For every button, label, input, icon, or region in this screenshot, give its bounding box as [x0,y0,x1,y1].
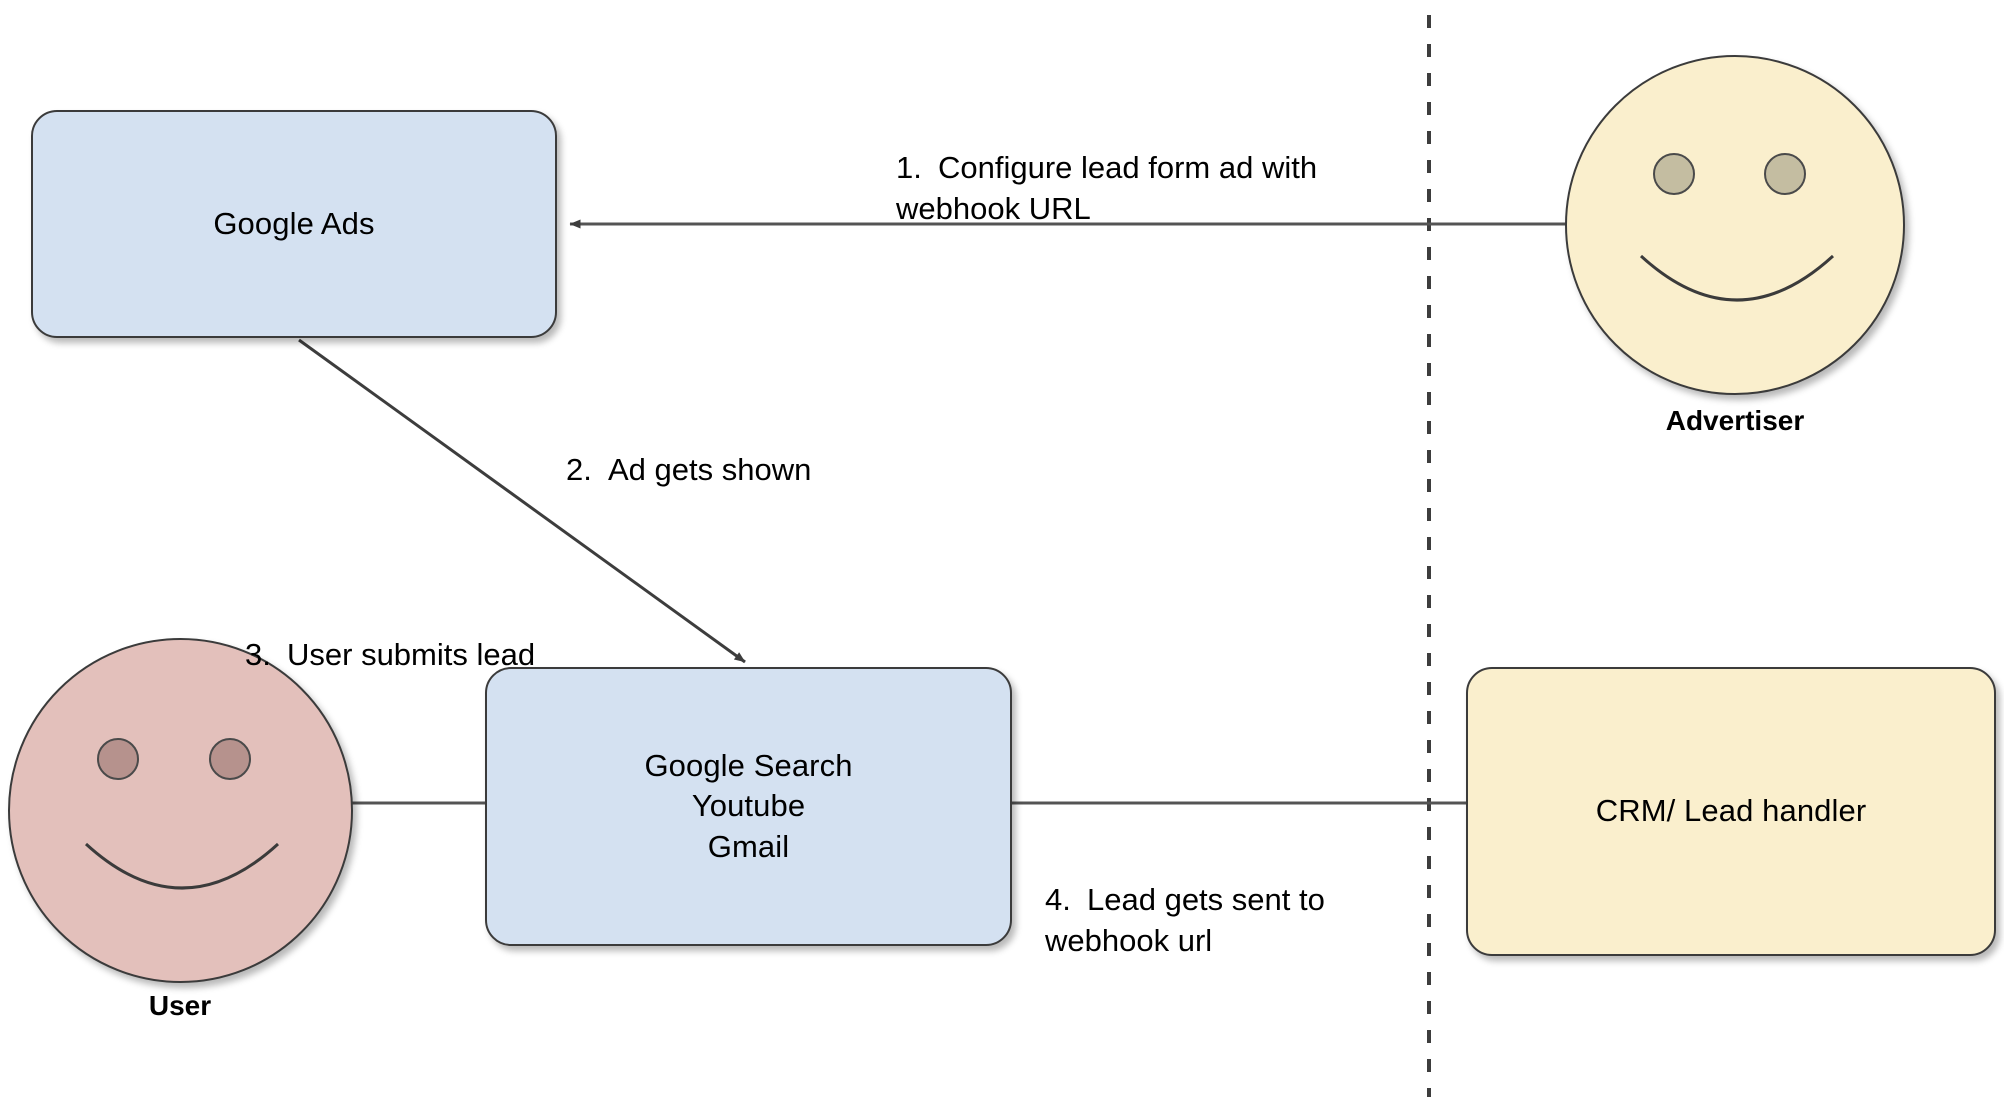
step-3-number: 3. [245,637,271,673]
step-1-text: Configure lead form ad with webhook URL [896,150,1318,226]
step-1-label: 1.Configure lead form ad with webhook UR… [896,108,1406,229]
step-4-label: 4.Lead gets sent to webhook url [1045,840,1435,961]
node-google-surfaces-label: Google Search Youtube Gmail [644,748,853,864]
step-3-label: 3. User submits lead [245,595,665,676]
node-google-surfaces[interactable]: Google Search Youtube Gmail [485,667,1012,946]
step-2-text: Ad gets shown [608,452,812,488]
step-2-label: 2. Ad gets shown [566,410,986,491]
node-crm-lead-handler-label: CRM/ Lead handler [1595,793,1867,829]
step-2-number: 2. [566,452,592,488]
step-4-number: 4. [1045,882,1071,918]
user-left-eye-icon [97,738,139,780]
user-face-icon[interactable] [8,638,353,983]
node-crm-lead-handler[interactable]: CRM/ Lead handler [1466,667,1996,956]
user-smile-icon [84,842,280,890]
node-google-ads-label: Google Ads [213,205,375,241]
step-3-text: User submits lead [287,637,536,673]
user-right-eye-icon [209,738,251,780]
step-4-text: Lead gets sent to webhook url [1045,882,1325,958]
advertiser-left-eye-icon [1653,153,1695,195]
advertiser-caption: Advertiser [1665,405,1805,436]
advertiser-smile-icon [1639,254,1835,302]
advertiser-right-eye-icon [1764,153,1806,195]
step-1-number: 1. [896,150,922,186]
user-caption: User [148,990,212,1021]
node-google-ads[interactable]: Google Ads [31,110,557,338]
advertiser-face-icon[interactable] [1565,55,1905,395]
